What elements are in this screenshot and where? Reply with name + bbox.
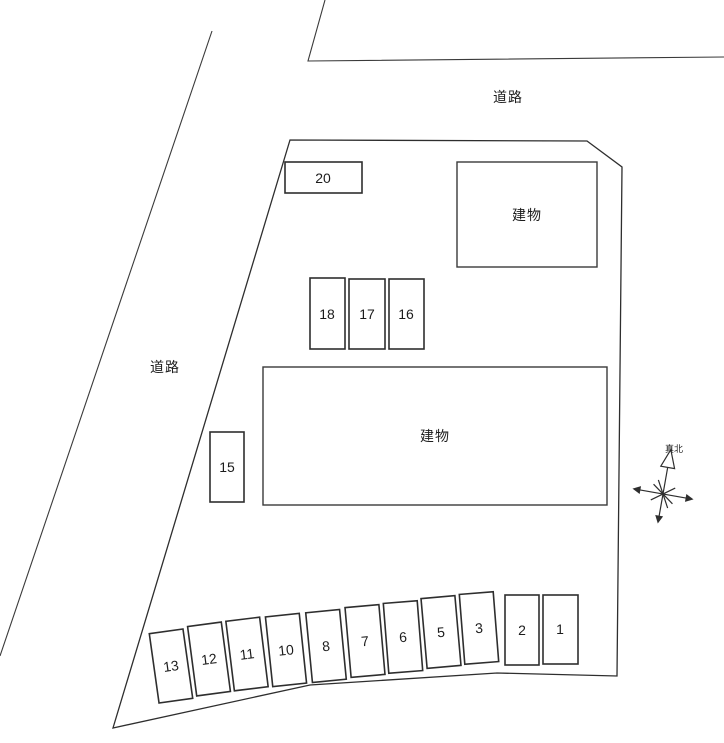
parking-space-label: 16: [398, 306, 414, 322]
parking-space-8: 8: [304, 608, 348, 684]
parking-space-10: 10: [264, 612, 308, 688]
parking-space-1: 1: [542, 594, 579, 665]
parking-space-18: 18: [309, 277, 346, 350]
parking-space-5: 5: [420, 594, 462, 670]
parking-space-label: 2: [518, 622, 526, 638]
parking-space-label: 5: [436, 624, 445, 641]
parcel-boundary: [112, 139, 623, 729]
parking-space-2: 2: [504, 594, 540, 666]
road-label-left: 道路: [150, 359, 180, 375]
building-main: 建物: [262, 366, 608, 506]
parking-space-13: 13: [148, 628, 194, 704]
parking-space-label: 18: [319, 306, 335, 322]
road-boundary-top: [307, 0, 724, 62]
compass-north-icon: 真北: [632, 443, 694, 524]
parking-space-label: 12: [200, 650, 218, 668]
building-top-outline: [456, 161, 598, 268]
parking-space-label: 7: [360, 633, 369, 650]
parking-space-15: 15: [209, 431, 245, 503]
compass-north-label: 真北: [665, 443, 683, 454]
parking-space-label: 1: [556, 621, 564, 637]
parking-space-label: 10: [277, 641, 294, 659]
road-label-top: 道路: [493, 89, 523, 105]
parking-space-16: 16: [388, 278, 425, 350]
building-main-label: 建物: [420, 428, 450, 444]
parking-space-7: 7: [344, 603, 386, 679]
parking-space-label: 13: [162, 657, 180, 675]
parking-space-label: 11: [239, 645, 256, 663]
parking-space-20: 20: [284, 161, 363, 194]
parking-space-label: 17: [359, 306, 375, 322]
parking-space-label: 6: [398, 629, 407, 646]
parking-space-label: 8: [321, 638, 330, 655]
parking-space-label: 15: [219, 459, 235, 475]
parking-space-6: 6: [382, 599, 424, 675]
parking-space-label: 20: [315, 170, 331, 186]
building-top-label: 建物: [512, 207, 542, 223]
parking-space-12: 12: [186, 621, 232, 697]
building-main-outline: [262, 366, 608, 506]
parking-space-label: 3: [474, 620, 483, 637]
road-boundary-left: [0, 30, 213, 657]
building-top: 建物: [456, 161, 598, 268]
parking-space-17: 17: [348, 278, 386, 350]
parking-space-3: 3: [458, 590, 500, 666]
parking-space-11: 11: [224, 616, 270, 692]
